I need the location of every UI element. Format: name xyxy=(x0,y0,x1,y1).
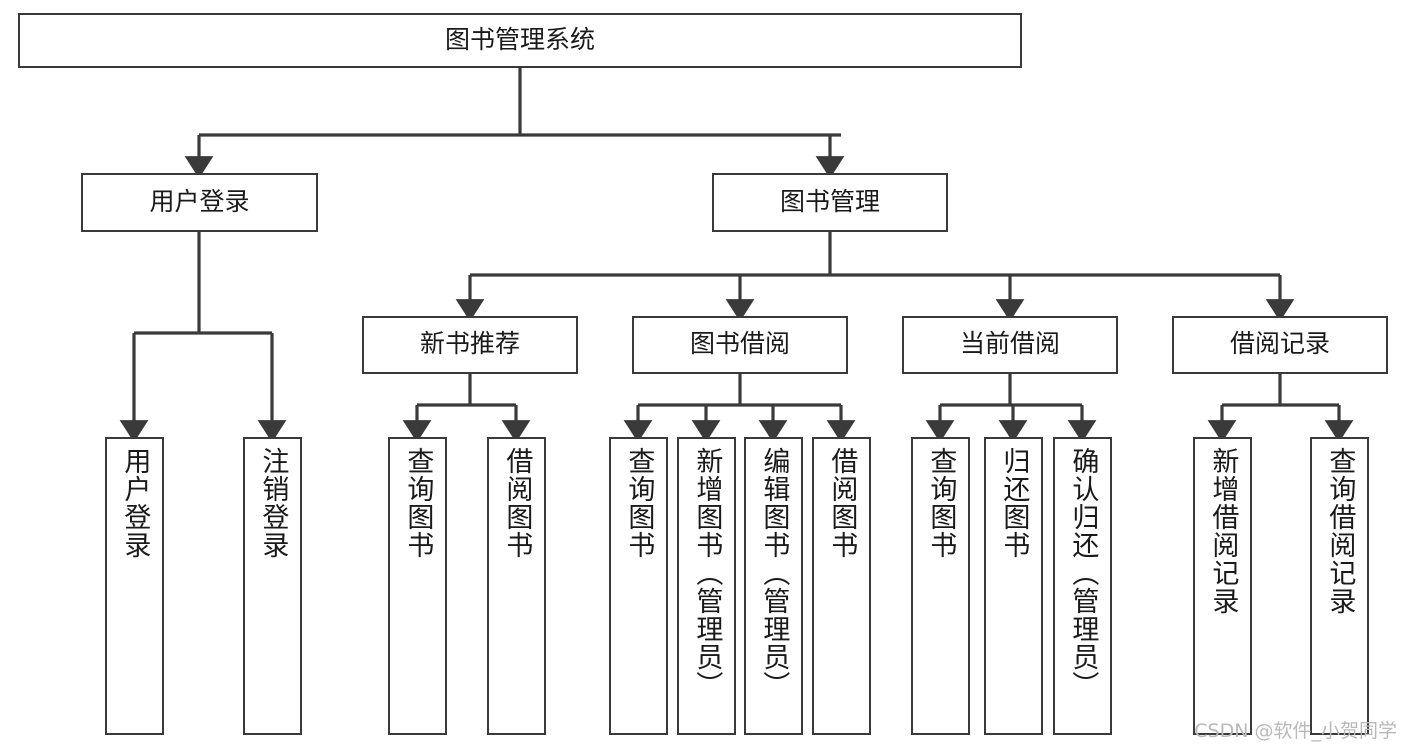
node-leaf-add-borrow-record-label: 新增借阅记录 xyxy=(1208,447,1239,615)
node-leaf-return-book[interactable]: 归还图书 xyxy=(984,437,1043,735)
node-current-borrow[interactable]: 当前借阅 xyxy=(902,316,1118,374)
node-leaf-add-borrow-record[interactable]: 新增借阅记录 xyxy=(1193,437,1252,735)
node-book-management-label: 图书管理 xyxy=(779,187,880,216)
node-leaf-query-book-borrow-label: 查询图书 xyxy=(624,447,655,559)
node-leaf-add-book-admin[interactable]: 新增图书（管理员） xyxy=(677,437,736,735)
node-leaf-edit-book-admin[interactable]: 编辑图书（管理员） xyxy=(744,437,803,735)
node-new-book-recommend-label: 新书推荐 xyxy=(419,330,520,359)
node-leaf-borrow-book-recommend[interactable]: 借阅图书 xyxy=(487,437,546,735)
node-leaf-user-login-label: 用户登录 xyxy=(120,447,151,559)
node-borrow-record[interactable]: 借阅记录 xyxy=(1172,316,1388,374)
node-root-label: 图书管理系统 xyxy=(444,25,595,54)
node-root[interactable]: 图书管理系统 xyxy=(18,13,1022,68)
node-leaf-confirm-return-admin[interactable]: 确认归还（管理员） xyxy=(1053,437,1112,735)
node-leaf-query-book-recommend-label: 查询图书 xyxy=(403,447,434,559)
node-book-borrow-label: 图书借阅 xyxy=(689,330,790,359)
node-leaf-query-borrow-record-label: 查询借阅记录 xyxy=(1325,447,1356,615)
node-user-login[interactable]: 用户登录 xyxy=(81,173,318,232)
node-leaf-user-login[interactable]: 用户登录 xyxy=(105,437,164,735)
node-book-borrow[interactable]: 图书借阅 xyxy=(632,316,848,374)
node-leaf-logout-label: 注销登录 xyxy=(258,447,289,559)
watermark: CSDN @软件_小贺同学 xyxy=(1194,720,1397,742)
node-borrow-record-label: 借阅记录 xyxy=(1229,330,1330,359)
node-leaf-return-book-label: 归还图书 xyxy=(999,447,1030,559)
node-leaf-confirm-return-admin-label: 确认归还（管理员） xyxy=(1068,447,1099,699)
node-new-book-recommend[interactable]: 新书推荐 xyxy=(362,316,578,374)
node-leaf-query-book-borrow[interactable]: 查询图书 xyxy=(609,437,668,735)
node-current-borrow-label: 当前借阅 xyxy=(959,330,1060,359)
node-leaf-borrow-book[interactable]: 借阅图书 xyxy=(812,437,871,735)
node-leaf-logout[interactable]: 注销登录 xyxy=(243,437,302,735)
node-leaf-query-book-recommend[interactable]: 查询图书 xyxy=(388,437,447,735)
node-leaf-query-book-current-label: 查询图书 xyxy=(926,447,957,559)
node-leaf-borrow-book-label: 借阅图书 xyxy=(827,447,858,559)
node-leaf-edit-book-admin-label: 编辑图书（管理员） xyxy=(759,447,790,699)
node-leaf-query-borrow-record[interactable]: 查询借阅记录 xyxy=(1310,437,1369,735)
node-leaf-borrow-book-recommend-label: 借阅图书 xyxy=(502,447,533,559)
node-leaf-add-book-admin-label: 新增图书（管理员） xyxy=(692,447,723,699)
node-user-login-label: 用户登录 xyxy=(149,187,250,216)
node-leaf-query-book-current[interactable]: 查询图书 xyxy=(911,437,970,735)
node-book-management[interactable]: 图书管理 xyxy=(712,173,948,232)
